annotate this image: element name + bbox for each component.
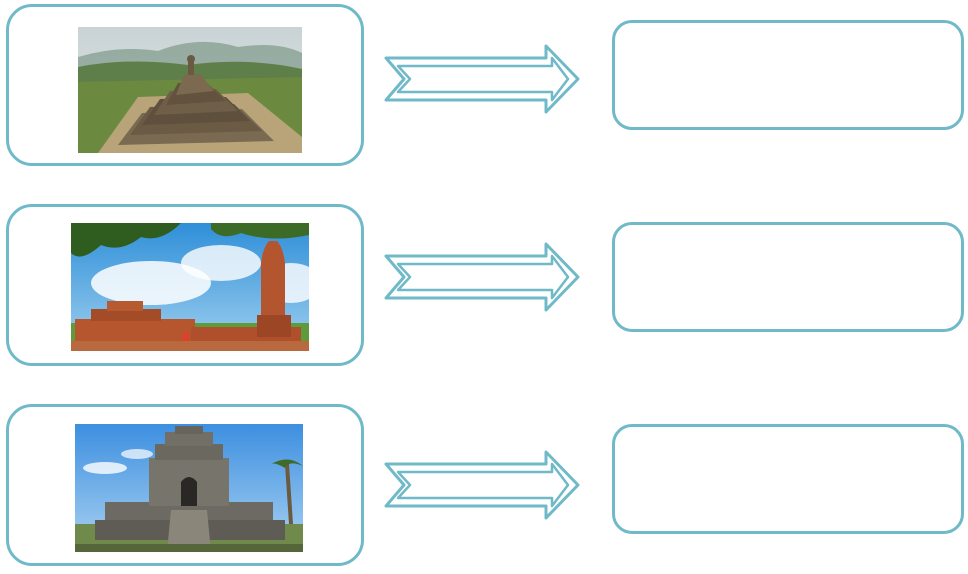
double-outline-arrow-right-icon [382, 44, 582, 114]
photo-frame-3 [6, 404, 364, 566]
double-outline-arrow-right-icon [382, 242, 582, 312]
photo-frame-1 [6, 4, 364, 166]
answer-box-1[interactable] [612, 20, 964, 130]
stepped-pyramid-temple-photo [78, 27, 302, 153]
matching-row-3 [0, 404, 968, 574]
double-outline-arrow-right-icon [382, 450, 582, 520]
matching-row-2 [0, 204, 968, 374]
matching-row-1 [0, 4, 968, 174]
photo-frame-2 [6, 204, 364, 366]
stone-shrine-temple-photo [75, 424, 303, 552]
answer-box-3[interactable] [612, 424, 964, 534]
answer-box-2[interactable] [612, 222, 964, 332]
brick-stupa-temple-photo [71, 223, 309, 351]
